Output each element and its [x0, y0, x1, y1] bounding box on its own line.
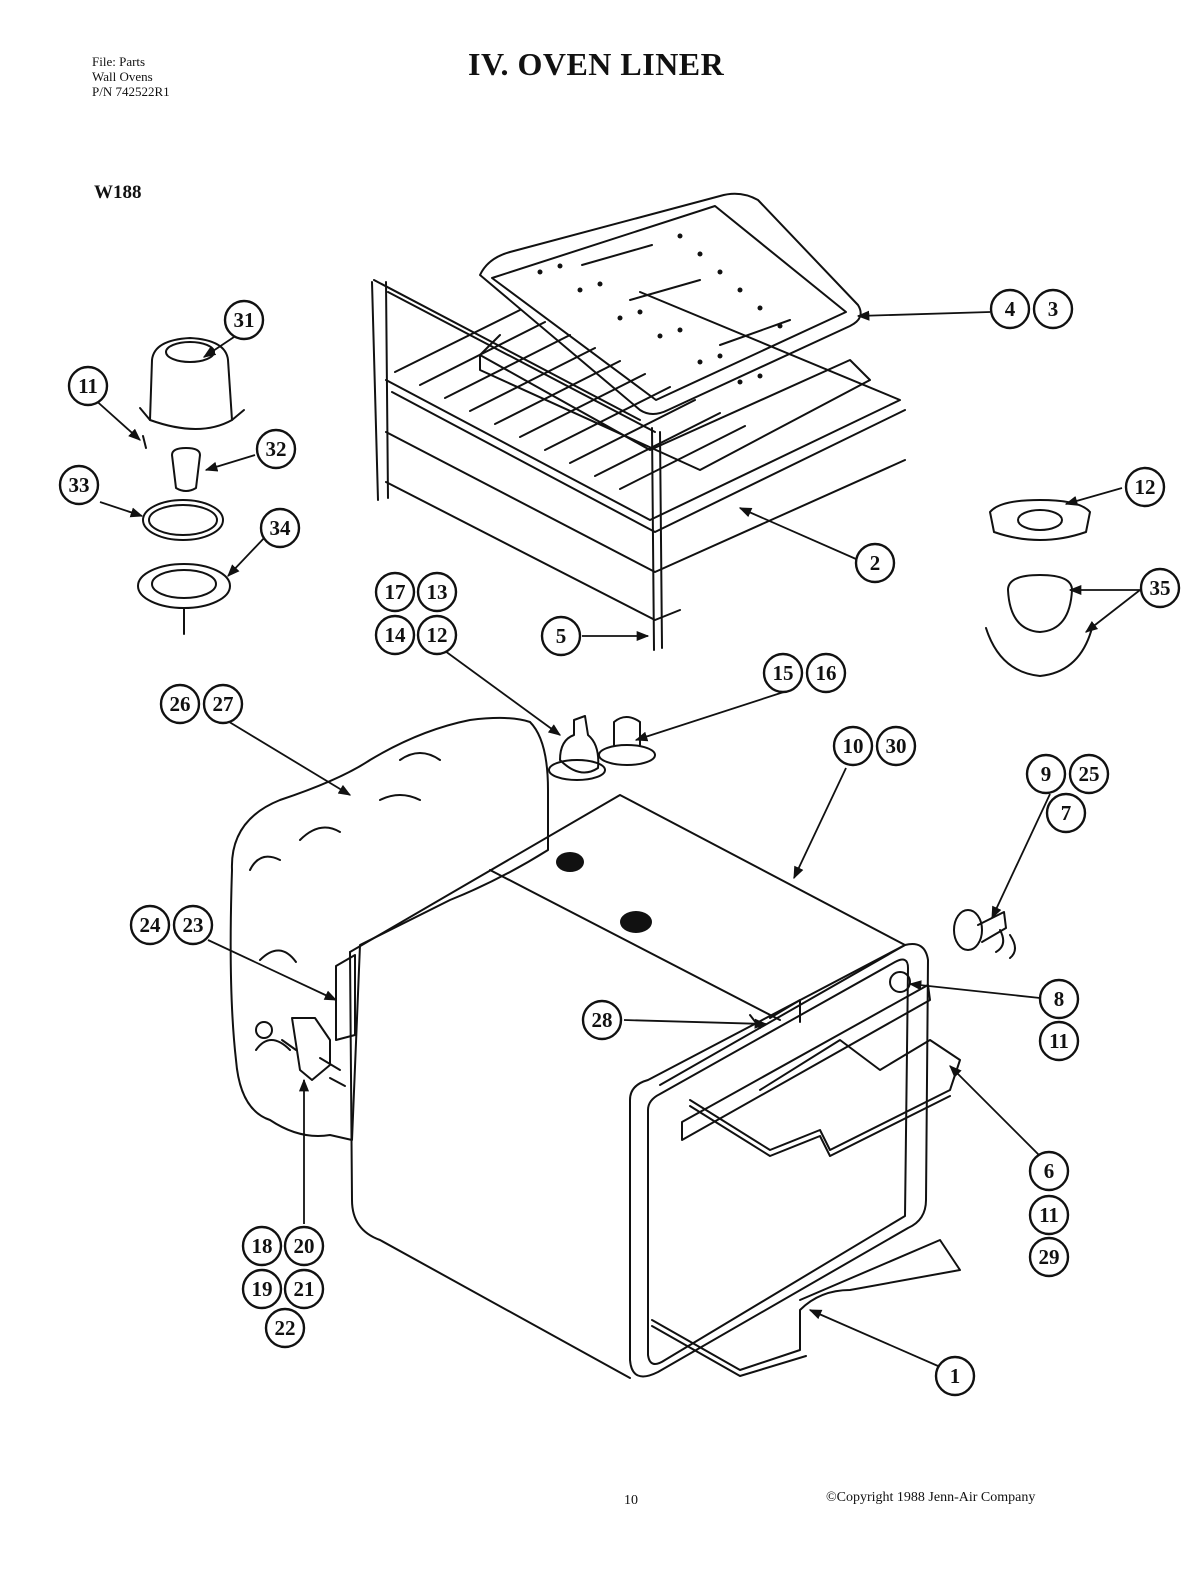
callout-35: 35 — [1139, 567, 1181, 609]
svg-text:35: 35 — [1150, 576, 1171, 600]
svg-text:23: 23 — [183, 913, 204, 937]
svg-text:4: 4 — [1005, 297, 1016, 321]
svg-text:10: 10 — [843, 734, 864, 758]
callout-2: 2 — [854, 542, 896, 584]
svg-text:18: 18 — [252, 1234, 273, 1258]
side-light-housing-drawing — [985, 499, 1093, 677]
oven-liner-box-drawing — [335, 794, 931, 1379]
svg-text:19: 19 — [252, 1277, 273, 1301]
svg-text:26: 26 — [170, 692, 191, 716]
svg-text:15: 15 — [773, 661, 794, 685]
svg-text:6: 6 — [1044, 1159, 1055, 1183]
svg-text:17: 17 — [385, 580, 406, 604]
svg-text:12: 12 — [427, 623, 448, 647]
svg-text:16: 16 — [816, 661, 837, 685]
svg-text:11: 11 — [1039, 1203, 1059, 1227]
callout-22: 22 — [264, 1307, 306, 1349]
svg-text:13: 13 — [427, 580, 448, 604]
callout-26-27: 26 27 — [159, 683, 244, 725]
side-fittings-drawing — [255, 909, 1016, 1087]
callout-1: 1 — [934, 1355, 976, 1397]
file-label: File: Parts — [92, 54, 146, 69]
callout-11-element: 11 — [1038, 1020, 1080, 1062]
oven-rack-drawing — [371, 279, 906, 651]
callout-4-3: 4 3 — [989, 288, 1074, 330]
callout-32: 32 — [255, 428, 297, 470]
svg-text:3: 3 — [1048, 297, 1059, 321]
svg-text:30: 30 — [886, 734, 907, 758]
callout-28: 28 — [581, 999, 623, 1041]
svg-text:11: 11 — [78, 374, 98, 398]
copyright-notice: ©Copyright 1988 Jenn-Air Company — [826, 1490, 1036, 1505]
svg-text:7: 7 — [1061, 801, 1072, 825]
svg-text:32: 32 — [266, 437, 287, 461]
callout-9-25: 9 25 — [1025, 753, 1110, 795]
oven-light-assembly-drawing — [137, 337, 245, 635]
callout-8: 8 — [1038, 978, 1080, 1020]
svg-text:2: 2 — [870, 551, 881, 575]
callout-12-housing: 12 — [1124, 466, 1166, 508]
callout-11-light: 11 — [67, 365, 109, 407]
callout-33: 33 — [58, 464, 100, 506]
insulation-blanket-drawing — [229, 716, 549, 1141]
svg-text:1: 1 — [950, 1364, 961, 1388]
callout-10-30: 10 30 — [832, 725, 917, 767]
product-label: Wall Ovens — [92, 69, 153, 84]
svg-text:27: 27 — [213, 692, 234, 716]
svg-text:29: 29 — [1039, 1245, 1060, 1269]
svg-text:11: 11 — [1049, 1029, 1069, 1053]
svg-text:31: 31 — [234, 308, 255, 332]
leader-lines — [91, 310, 1141, 1367]
svg-text:21: 21 — [294, 1277, 315, 1301]
svg-text:34: 34 — [270, 516, 292, 540]
callout-31: 31 — [223, 299, 265, 341]
callout-18-20: 18 20 — [241, 1225, 325, 1267]
callout-29: 29 — [1028, 1236, 1070, 1278]
part-number-label: P/N 742522R1 — [92, 84, 170, 99]
svg-text:20: 20 — [294, 1234, 315, 1258]
svg-text:9: 9 — [1041, 762, 1052, 786]
svg-text:22: 22 — [275, 1316, 296, 1340]
model-number: W188 — [94, 182, 142, 203]
callout-34: 34 — [259, 507, 301, 549]
svg-text:14: 14 — [385, 623, 407, 647]
callout-5: 5 — [540, 615, 582, 657]
callout-15-16: 15 16 — [762, 652, 847, 694]
svg-text:8: 8 — [1054, 987, 1065, 1011]
callout-17-13: 17 13 — [374, 571, 458, 613]
svg-text:25: 25 — [1079, 762, 1100, 786]
terminal-blocks-drawing — [548, 715, 656, 781]
page-title: IV. OVEN LINER — [468, 46, 725, 82]
svg-text:24: 24 — [140, 913, 162, 937]
callout-19-21: 19 21 — [241, 1268, 325, 1310]
callout-14-12: 14 12 — [374, 614, 458, 656]
heating-elements-drawing — [651, 1039, 961, 1377]
broiler-pan-drawing — [479, 192, 871, 471]
svg-text:12: 12 — [1135, 475, 1156, 499]
svg-text:33: 33 — [69, 473, 90, 497]
callout-7: 7 — [1045, 792, 1087, 834]
svg-text:5: 5 — [556, 624, 567, 648]
page-number: 10 — [624, 1493, 638, 1508]
callout-11-bake: 11 — [1028, 1194, 1070, 1236]
svg-text:28: 28 — [592, 1008, 613, 1032]
callout-24-23: 24 23 — [129, 904, 214, 946]
callout-6: 6 — [1028, 1150, 1070, 1192]
